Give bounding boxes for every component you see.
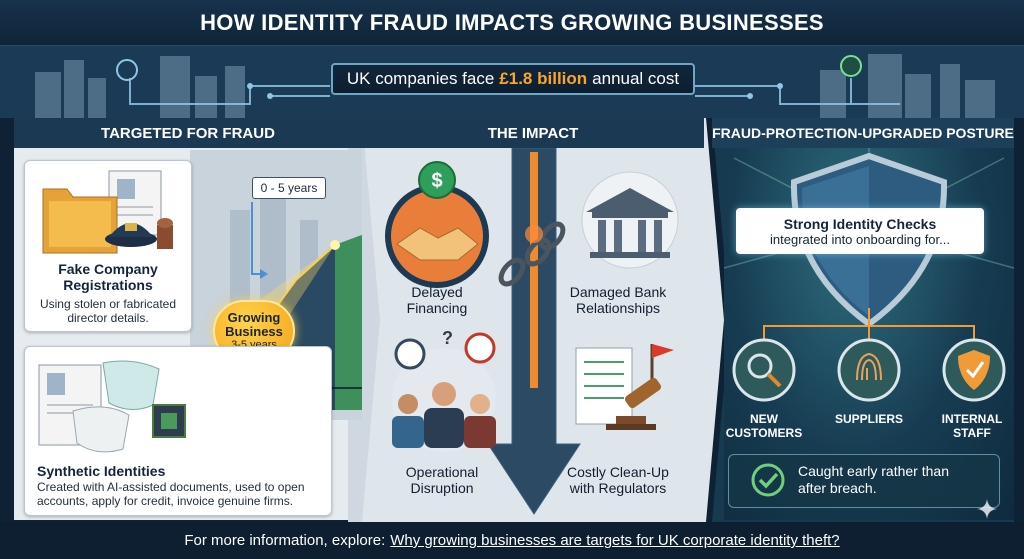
impact-line1: Operational <box>405 464 479 480</box>
title-bar: HOW IDENTITY FRAUD IMPACTS GROWING BUSIN… <box>0 0 1024 46</box>
fraud-desc-line2: director details. <box>67 311 149 325</box>
range-badge: 0 - 5 years <box>252 177 326 199</box>
identity-checks-box: Strong Identity Checks integrated into o… <box>736 208 984 254</box>
skyline-illustration <box>0 46 1024 118</box>
fraud-card-synthetic-identities: Synthetic Identities Created with AI-ass… <box>24 346 332 516</box>
role-line1: INTERNAL <box>941 412 1003 426</box>
caught-line1: Caught early rather than <box>798 463 949 479</box>
impact-operational-disruption: Operational Disruption <box>387 464 497 496</box>
impact-line2: Disruption <box>410 480 474 496</box>
globe-icon <box>116 59 138 81</box>
caught-line2: after breach. <box>798 480 877 496</box>
check-circle-icon <box>751 463 785 497</box>
wifi-icon <box>840 55 862 77</box>
impact-line2: Relationships <box>575 300 661 316</box>
page-title: HOW IDENTITY FRAUD IMPACTS GROWING BUSIN… <box>200 9 824 35</box>
role-line1: SUPPLIERS <box>834 412 903 426</box>
role-line2: STAFF <box>953 426 991 440</box>
impact-line1: Delayed <box>411 284 463 300</box>
section-heading-impact: THE IMPACT <box>362 118 704 148</box>
section-heading-targeted: TARGETED FOR FRAUD <box>14 118 362 148</box>
synthetic-desc-line2: accounts, apply for credit, invoice genu… <box>37 494 294 508</box>
footer-prefix: For more information, explore: <box>184 532 386 549</box>
impact-line1: Damaged Bank <box>569 284 667 300</box>
synthetic-title: Synthetic Identities <box>37 463 166 479</box>
synthetic-desc: Created with AI-assisted documents, used… <box>37 480 325 508</box>
sparkle-icon <box>977 499 997 519</box>
footer: For more information, explore: Why growi… <box>0 522 1024 559</box>
caught-early-box <box>728 454 1000 508</box>
synthetic-desc-line1: Created with AI-assisted documents, used… <box>37 480 305 494</box>
impact-line2: Financing <box>406 300 468 316</box>
impact-line2: with Regulators <box>569 480 667 496</box>
role-line2: CUSTOMERS <box>725 426 803 440</box>
masks-documents-icon <box>38 360 186 453</box>
growing-title-line2: Business <box>225 323 283 339</box>
cost-suffix: annual cost <box>592 69 680 88</box>
role-internal-staff: INTERNAL STAFF <box>934 412 1010 440</box>
impact-illustration: $ ? <box>385 148 679 515</box>
role-suppliers: SUPPLIERS <box>824 412 914 426</box>
fraud-card-fake-registrations: Fake Company Registrations Using stolen … <box>24 160 192 332</box>
role-line1: NEW <box>750 412 778 426</box>
fraud-title-line1: Fake Company <box>58 261 158 277</box>
checks-subtitle: integrated into onboarding for... <box>770 231 950 247</box>
growing-title-line1: Growing <box>227 309 281 325</box>
impact-costly-cleanup: Costly Clean-Up with Regulators <box>553 464 683 496</box>
impact-delayed-financing: Delayed Financing <box>392 284 482 316</box>
fraud-card-title: Fake Company Registrations <box>25 261 191 293</box>
fraud-title-line2: Registrations <box>63 277 153 293</box>
svg-text:?: ? <box>442 328 453 348</box>
impact-line1: Costly Clean-Up <box>567 464 669 480</box>
role-new-customers: NEW CUSTOMERS <box>724 412 804 440</box>
checks-title: Strong Identity Checks <box>783 215 937 232</box>
footer-link[interactable]: Why growing businesses are targets for U… <box>390 532 840 549</box>
fraud-desc-line1: Using stolen or fabricated <box>39 297 177 311</box>
section-heading-protection: FRAUD-PROTECTION-UPGRADED POSTURE <box>712 118 1014 148</box>
svg-text:$: $ <box>431 170 442 192</box>
cost-amount: £1.8 billion <box>499 69 588 88</box>
fraud-card-desc: Using stolen or fabricated director deta… <box>31 297 185 325</box>
impact-damaged-bank: Damaged Bank Relationships <box>548 284 688 316</box>
cost-prefix: UK companies face <box>346 69 495 88</box>
cost-banner: UK companies face £1.8 billion annual co… <box>331 63 695 95</box>
caught-early-text: Caught early rather than after breach. <box>798 463 988 497</box>
folder-documents-icon <box>42 170 173 254</box>
